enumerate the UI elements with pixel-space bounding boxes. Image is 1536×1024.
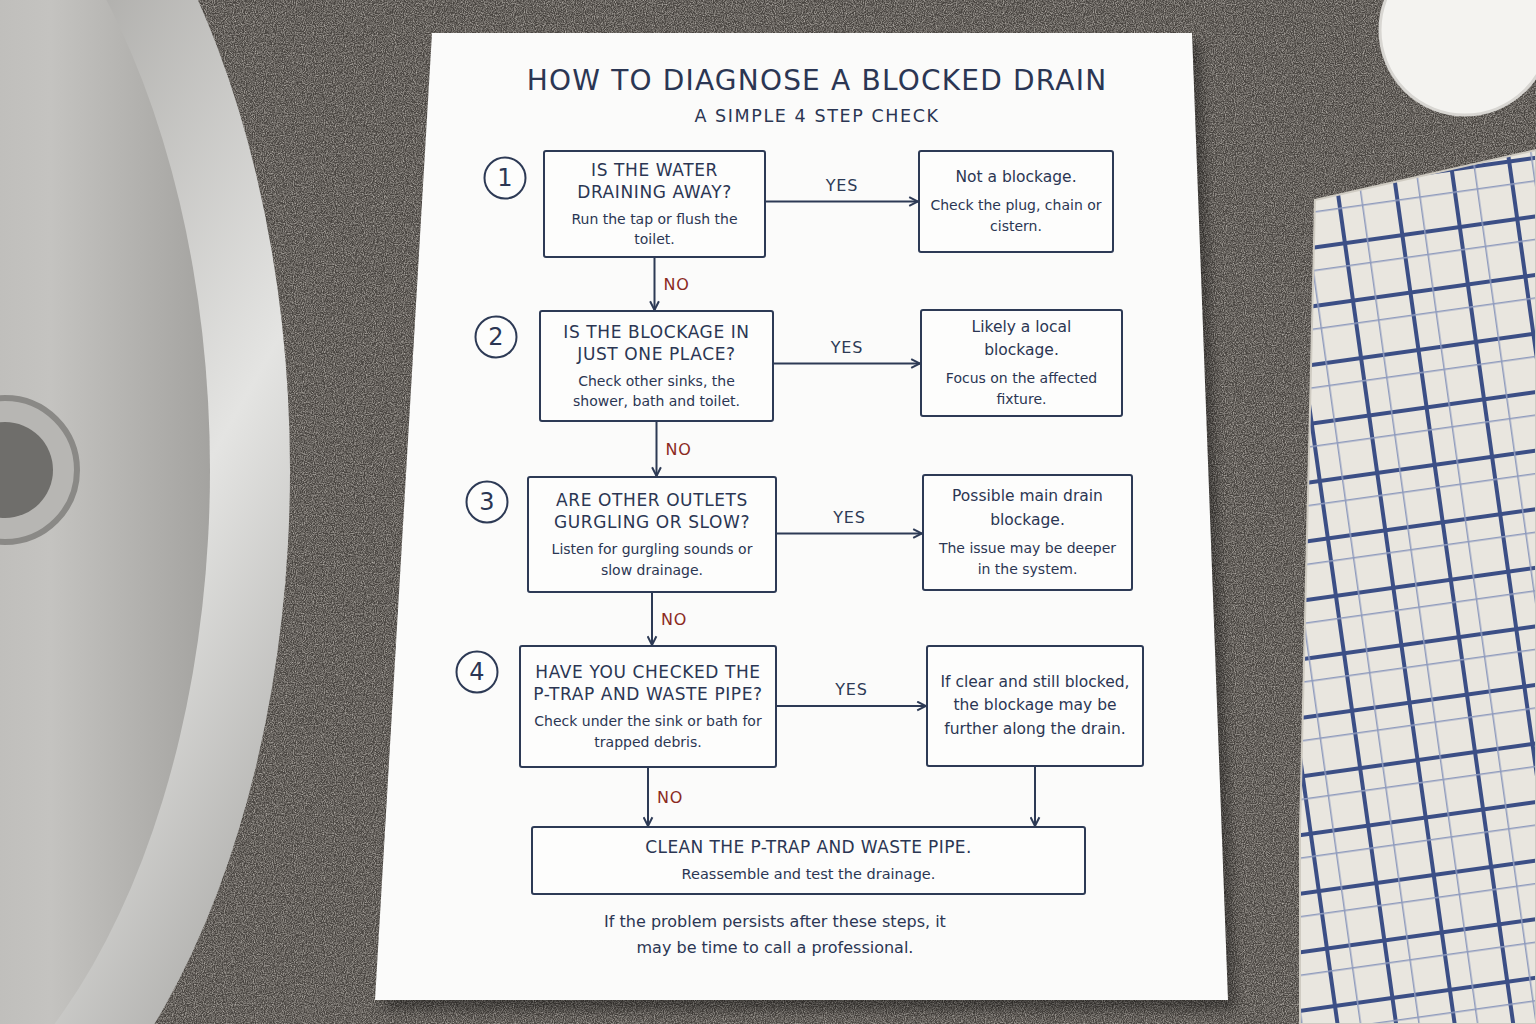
tea-towel [1300, 150, 1536, 1024]
edge-label: NO [657, 788, 683, 807]
flow-arrow [654, 258, 656, 310]
flow-arrow [647, 768, 649, 826]
edge-label: NO [661, 610, 687, 629]
paper-sheet [375, 33, 1228, 1000]
step-number-text: 3 [479, 488, 494, 517]
outcome-box: Likely a local blockage. Focus on the aff… [920, 309, 1123, 417]
box-heading: Likely a local blockage. [932, 316, 1111, 363]
box-body: Check under the sink or bath for trapped… [531, 711, 765, 752]
flow-arrow [656, 422, 658, 476]
step-number-text: 4 [469, 658, 484, 687]
step-circle-outline [457, 652, 498, 693]
sink-basin [0, 0, 210, 1024]
edge-label: YES [826, 175, 858, 194]
box-heading: If clear and still blocked, the blockage… [938, 671, 1132, 741]
box-heading: IS THE WATER DRAINING AWAY? [555, 159, 754, 203]
flow-arrow [651, 593, 653, 645]
outcome-box: Not a blockage. Check the plug, chain or … [918, 150, 1114, 253]
sink-drain-hole [0, 422, 53, 518]
caption: If the problem persists after these step… [590, 909, 960, 962]
box-heading: IS THE BLOCKAGE IN JUST ONE PLACE? [551, 321, 762, 365]
outcome-box: If clear and still blocked, the blockage… [926, 645, 1144, 767]
edge-label: NO [663, 275, 689, 294]
flow-arrow [766, 201, 918, 203]
step-number: 2 [474, 315, 518, 359]
box-heading: Not a blockage. [955, 166, 1076, 189]
step-circle-outline [485, 158, 526, 199]
flow-arrow [1034, 767, 1036, 826]
flow-arrow [777, 705, 926, 707]
action-box: CLEAN THE P-TRAP AND WASTE PIPE. Reassemb… [531, 826, 1086, 895]
edge-label: YES [835, 680, 867, 699]
step-number: 3 [465, 480, 509, 524]
step-number: 1 [483, 156, 527, 200]
question-box: IS THE WATER DRAINING AWAY? Run the tap o… [543, 150, 766, 258]
question-box: IS THE BLOCKAGE IN JUST ONE PLACE? Check … [539, 310, 774, 422]
step-circle-outline [467, 482, 508, 523]
question-box: ARE OTHER OUTLETS GURGLING OR SLOW? Liste… [527, 476, 777, 593]
step-number-text: 2 [488, 323, 503, 352]
step-circle-outline [476, 317, 517, 358]
flow-arrow [774, 363, 920, 365]
outcome-box: Possible main drain blockage. The issue m… [922, 474, 1133, 591]
cup [1380, 0, 1536, 115]
edge-label: YES [833, 507, 865, 526]
box-heading: ARE OTHER OUTLETS GURGLING OR SLOW? [539, 489, 765, 533]
question-box: HAVE YOU CHECKED THE P-TRAP AND WASTE PI… [519, 645, 777, 768]
edge-label: NO [665, 440, 691, 459]
box-body: Reassemble and test the drainage. [682, 864, 936, 884]
box-heading: CLEAN THE P-TRAP AND WASTE PIPE. [645, 836, 972, 858]
box-body: The issue may be deeper in the system. [934, 538, 1121, 580]
step-number-text: 1 [497, 164, 512, 193]
flow-arrow [777, 533, 922, 535]
title: HOW TO DIAGNOSE A BLOCKED DRAIN [432, 64, 1202, 97]
box-body: Run the tap or flush the toilet. [555, 209, 754, 250]
box-heading: Possible main drain blockage. [934, 485, 1121, 532]
box-body: Check other sinks, the shower, bath and … [551, 371, 762, 412]
subtitle: A SIMPLE 4 STEP CHECK [432, 106, 1202, 126]
box-body: Check the plug, chain or cistern. [930, 195, 1102, 237]
edge-label: YES [831, 337, 863, 356]
box-body: Listen for gurgling sounds or slow drain… [539, 539, 765, 580]
step-number: 4 [455, 650, 499, 694]
box-body: Focus on the affected fixture. [932, 368, 1111, 410]
sink-drain [0, 398, 77, 542]
box-heading: HAVE YOU CHECKED THE P-TRAP AND WASTE PI… [531, 661, 765, 705]
